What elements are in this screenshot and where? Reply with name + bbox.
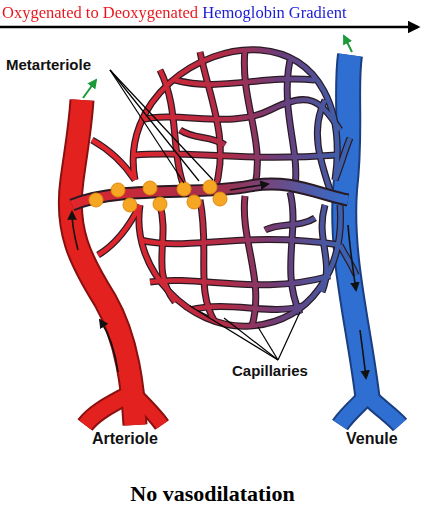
part-label: Arteriole: [92, 430, 158, 448]
part-label: Metarteriole: [6, 56, 91, 74]
gradient-title: Oxygenated to Deoxygenated Hemoglobin Gr…: [2, 3, 347, 23]
part-label: Capillaries: [232, 362, 308, 380]
part-label: Venule: [346, 430, 398, 448]
caption: No vasodilatation: [130, 481, 294, 507]
